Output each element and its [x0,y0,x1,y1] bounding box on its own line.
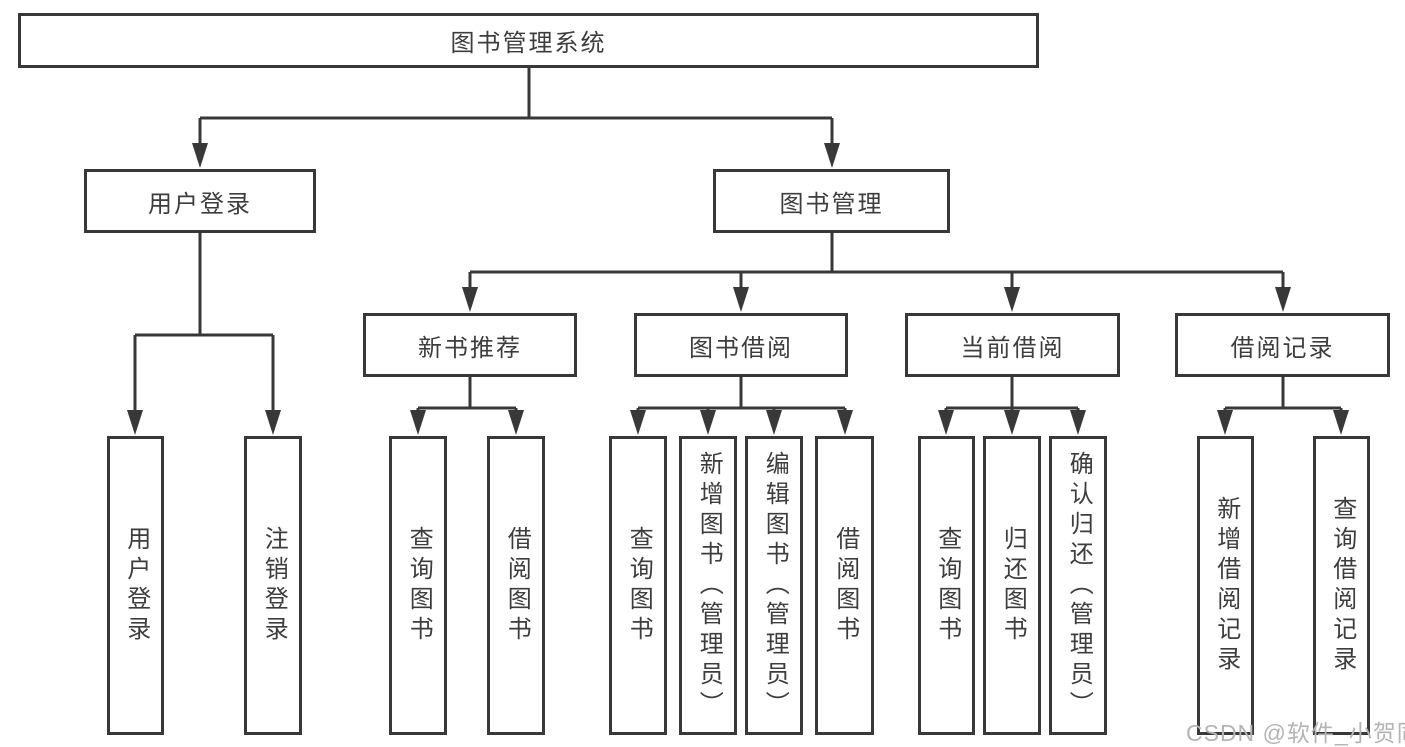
connector-borrow-records-split [1223,377,1343,418]
leaf-nb-borrow-books: 借阅图书 [487,436,545,735]
leaf-br-add-record: 新增借阅记录 [1197,436,1254,735]
node-label: 图书借阅 [689,334,793,362]
node-label: 用户登录 [148,190,252,218]
node-book-mgmt: 图书管理 [713,169,950,233]
leaf-label: 注销登录 [260,525,288,646]
leaf-nb-query-books: 查询图书 [389,436,447,735]
arrow-down-icon [410,410,426,435]
connector-book-mgmt-split [468,233,1285,294]
arrow-down-icon [824,143,840,168]
node-user-login: 用户登录 [84,169,316,233]
connector-book-borrow-split [636,377,847,418]
leaf-label: 归还图书 [999,525,1027,646]
arrow-down-icon [766,410,782,435]
node-root: 图书管理系统 [18,13,1039,68]
arrowheads [127,143,1349,435]
leaf-cb-return-books: 归还图书 [983,436,1041,735]
leaf-bb-borrow-books: 借阅图书 [815,436,874,735]
leaf-label: 借阅图书 [831,525,859,646]
arrow-down-icon [1004,410,1020,435]
node-new-books: 新书推荐 [363,313,577,377]
connector-root-split [198,68,834,150]
arrow-down-icon [733,287,749,312]
leaf-label: 用户登录 [122,525,150,646]
leaf-label: 借阅图书 [503,525,531,646]
leaf-cb-confirm-return-admin: 确认归还（管理员） [1049,436,1107,735]
leaf-label: 确认归还（管理员） [1065,450,1093,721]
leaf-label: 编辑图书（管理员） [761,450,789,721]
arrow-down-icon [462,287,478,312]
arrow-down-icon [837,410,853,435]
leaf-br-query-record: 查询借阅记录 [1313,436,1370,735]
node-label: 图书管理 [779,190,884,218]
leaf-label: 查询图书 [933,525,961,646]
connector-paths [133,68,1343,418]
node-label: 借阅记录 [1230,334,1335,362]
arrow-down-icon [192,143,208,168]
node-book-borrow: 图书借阅 [634,313,848,377]
node-current-borrow: 当前借阅 [905,313,1120,377]
arrow-down-icon [630,410,646,435]
connector-new-books-split [416,377,518,418]
leaf-label: 查询借阅记录 [1328,495,1356,676]
leaf-cb-query-books: 查询图书 [918,436,975,735]
connector-user-login-split [133,233,275,418]
leaf-bb-add-books-admin: 新增图书（管理员） [679,436,737,735]
node-label: 当前借阅 [960,334,1065,362]
arrow-down-icon [1070,410,1086,435]
leaf-label: 新增借阅记录 [1212,495,1240,676]
arrow-down-icon [1217,410,1233,435]
arrow-down-icon [1333,410,1349,435]
arrow-down-icon [938,410,954,435]
leaf-bb-edit-books-admin: 编辑图书（管理员） [745,436,803,735]
leaf-logout: 注销登录 [244,436,302,735]
node-label: 新书推荐 [418,334,522,362]
node-borrow-records: 借阅记录 [1175,313,1390,377]
node-label: 图书管理系统 [450,30,607,57]
arrow-down-icon [1275,287,1291,312]
arrow-down-icon [508,410,524,435]
leaf-label: 查询图书 [625,525,653,646]
arrow-down-icon [700,410,716,435]
arrow-down-icon [265,410,281,435]
leaf-label: 查询图书 [405,525,433,646]
arrow-down-icon [127,410,143,435]
leaf-user-login: 用户登录 [107,436,164,735]
leaf-label: 新增图书（管理员） [695,450,723,721]
arrow-down-icon [1004,287,1020,312]
watermark: CSDN @软件_小贺同学 [1186,720,1405,746]
leaf-bb-query-books: 查询图书 [609,436,667,735]
